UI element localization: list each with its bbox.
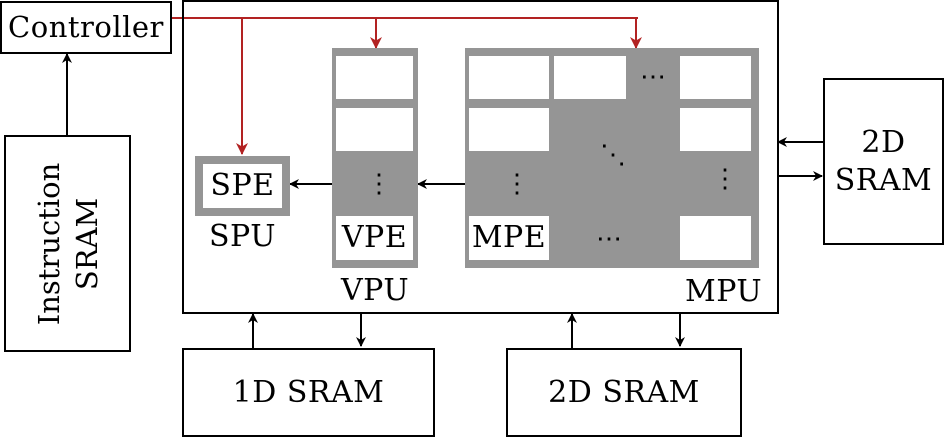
spu-label: SPU: [209, 219, 276, 254]
vpu-vertical-ellipsis: ⋮: [366, 169, 392, 199]
mpu-left-v-ellipsis: ⋮: [504, 169, 530, 199]
instruction-sram-text: Instruction SRAM: [30, 136, 106, 351]
instruction-sram-line2: SRAM: [69, 197, 104, 290]
vpe-cell-2: [336, 108, 413, 151]
controller-label: Controller: [8, 10, 164, 44]
processing-core-box: [182, 0, 779, 314]
vpu-label: VPU: [341, 273, 410, 308]
mpu-bottom-h-ellipsis: ⋯: [596, 224, 622, 254]
sram-2d-bottom-label: 2D SRAM: [548, 374, 700, 410]
vpe-cell: VPE: [336, 216, 413, 260]
mpu-diagonal-ellipsis: ⋱: [600, 140, 626, 170]
mpe-label: MPE: [471, 220, 547, 255]
sram-2d-right-line2: SRAM: [834, 162, 933, 198]
controller-box: Controller: [0, 1, 172, 54]
mpe-cell-r1c1: [469, 56, 549, 99]
spe-cell: SPE: [203, 164, 282, 208]
mpe-cell: MPE: [469, 216, 549, 260]
sram-2d-right-line1: 2D: [861, 124, 906, 160]
sram-2d-bottom-box: 2D SRAM: [506, 348, 742, 437]
mpu-label: MPU: [685, 274, 763, 309]
mpe-cell-r4c4: [680, 216, 751, 260]
mpe-cell-r1c4: [680, 56, 751, 99]
mpu-top-h-ellipsis: ⋯: [640, 62, 666, 92]
sram-1d-bottom-label: 1D SRAM: [232, 374, 385, 410]
mpe-cell-r2c1: [469, 108, 549, 151]
spe-label: SPE: [210, 168, 275, 203]
mpu-right-v-ellipsis: ⋮: [712, 164, 738, 194]
sram-1d-bottom-box: 1D SRAM: [182, 348, 435, 437]
vpe-label: VPE: [341, 220, 408, 255]
mpe-cell-r2c4: [680, 108, 751, 151]
sram-2d-right-box: 2D SRAM: [823, 78, 944, 245]
vpe-cell-1: [336, 56, 413, 99]
instruction-sram-box: Instruction SRAM: [4, 135, 131, 352]
instruction-sram-line1: Instruction: [31, 162, 66, 325]
mpe-cell-r1c2: [554, 56, 626, 99]
